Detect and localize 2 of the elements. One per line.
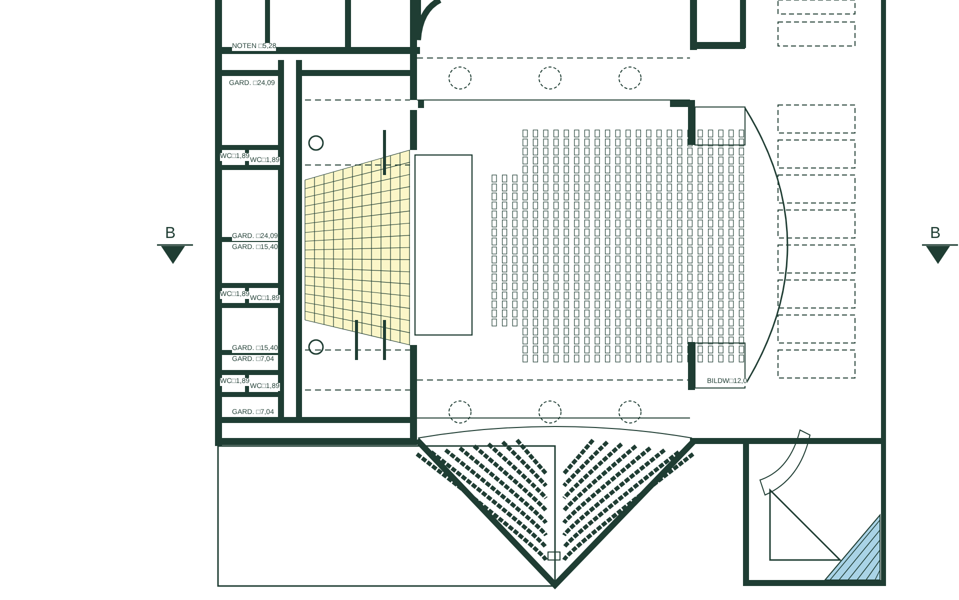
- section-letter: B: [165, 226, 176, 242]
- section-letter: B: [930, 226, 941, 242]
